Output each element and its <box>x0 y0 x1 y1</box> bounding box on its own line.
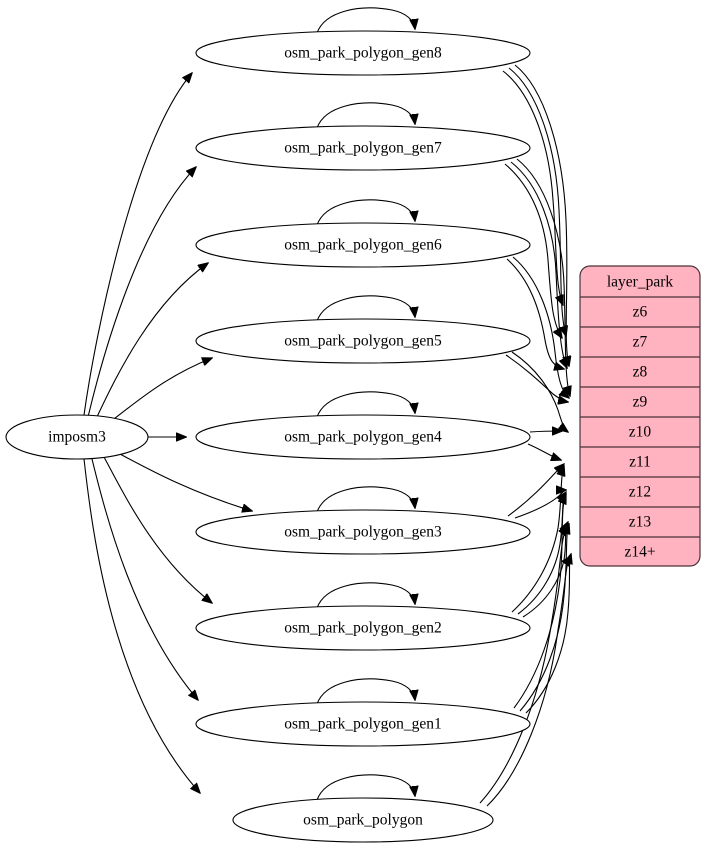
node-gen5-label: osm_park_polygon_gen5 <box>284 333 442 350</box>
edge-imposm3-gen8 <box>83 73 192 416</box>
node-osm-park-polygon[interactable]: osm_park_polygon <box>232 797 494 843</box>
edge-base-z14 <box>486 556 571 807</box>
layer-row-z10[interactable]: z10 <box>629 424 652 441</box>
node-gen2-label: osm_park_polygon_gen2 <box>284 620 442 637</box>
layer-row-z14plus[interactable]: z14+ <box>624 544 655 561</box>
edge-gen7-z8 <box>510 161 567 368</box>
edge-gen2-z11 <box>511 466 564 613</box>
edges-to-layer-park <box>479 64 571 807</box>
edge-gen5-z9 <box>505 354 568 402</box>
node-gen8-label: osm_park_polygon_gen8 <box>284 45 442 62</box>
edge-gen4-z10 <box>529 431 562 432</box>
layer-row-z11[interactable]: z11 <box>629 454 651 471</box>
edge-gen8-z6 <box>502 70 563 305</box>
self-loop-gen2 <box>316 582 415 609</box>
edge-imposm3-gen7 <box>87 167 196 418</box>
layer-row-z13[interactable]: z13 <box>629 514 652 531</box>
self-loop-gen8 <box>316 7 415 34</box>
edge-gen5-z10 <box>511 351 568 432</box>
layer-park-body <box>579 265 701 567</box>
edge-imposm3-gen3 <box>119 453 252 511</box>
edge-gen4-z11 <box>527 443 561 460</box>
edge-gen1-z12 <box>513 494 566 709</box>
edge-gen6-z9 <box>512 256 569 398</box>
edge-gen6-z8 <box>506 258 564 369</box>
edge-imposm3-gen1 <box>91 458 198 700</box>
self-loop-gen4 <box>316 391 415 418</box>
layer-park-header-label: layer_park <box>607 274 674 291</box>
node-gen7-label: osm_park_polygon_gen7 <box>284 140 442 157</box>
self-loop-gen3 <box>316 486 415 513</box>
edge-gen1-z14 <box>525 554 571 714</box>
node-gen1-label: osm_park_polygon_gen1 <box>284 716 442 733</box>
edge-gen7-z7 <box>504 163 562 338</box>
node-imposm3-label: imposm3 <box>48 429 106 446</box>
self-loop-base <box>316 774 415 801</box>
layer-row-z8[interactable]: z8 <box>633 364 648 381</box>
edge-imposm3-gen2 <box>103 456 212 603</box>
layer-row-z12[interactable]: z12 <box>629 484 651 501</box>
edge-base-z13 <box>479 526 568 804</box>
node-gen8[interactable]: osm_park_polygon_gen8 <box>195 30 531 76</box>
node-gen7[interactable]: osm_park_polygon_gen7 <box>195 125 531 171</box>
edge-gen2-z12 <box>517 492 566 615</box>
node-gen2[interactable]: osm_park_polygon_gen2 <box>195 605 531 651</box>
node-gen6-label: osm_park_polygon_gen6 <box>284 237 442 254</box>
node-osm-park-polygon-label: osm_park_polygon <box>303 812 423 829</box>
layer-row-z9[interactable]: z9 <box>633 394 648 411</box>
layer-row-z6[interactable]: z6 <box>633 304 648 321</box>
layer-row-z7[interactable]: z7 <box>633 334 648 351</box>
edge-imposm3-gen5 <box>109 358 212 423</box>
node-imposm3[interactable]: imposm3 <box>5 414 149 460</box>
edge-imposm3-base <box>83 458 200 793</box>
node-gen4-label: osm_park_polygon_gen4 <box>284 429 442 446</box>
edge-imposm3-gen6 <box>95 263 208 420</box>
self-loop-gen1 <box>316 678 415 705</box>
self-loop-gen5 <box>316 295 415 322</box>
edges-from-imposm3 <box>83 73 252 793</box>
layer-park-record[interactable]: layer_park z6 z7 z8 z9 z10 z11 z12 z13 z… <box>579 265 701 567</box>
self-loop-edges <box>316 7 415 801</box>
node-gen5[interactable]: osm_park_polygon_gen5 <box>195 318 531 364</box>
edge-gen7-z9 <box>516 158 570 396</box>
node-gen1[interactable]: osm_park_polygon_gen1 <box>195 701 531 747</box>
node-gen6[interactable]: osm_park_polygon_gen6 <box>195 222 531 268</box>
graph-nodes: imposm3 osm_park_polygon_gen8 osm_park_p… <box>5 30 531 843</box>
node-gen4[interactable]: osm_park_polygon_gen4 <box>195 414 531 460</box>
edge-gen8-z7 <box>508 67 566 336</box>
node-gen3[interactable]: osm_park_polygon_gen3 <box>195 509 531 555</box>
edge-gen3-z11 <box>507 464 564 517</box>
self-loop-gen6 <box>316 199 415 226</box>
self-loop-gen7 <box>316 102 415 129</box>
node-gen3-label: osm_park_polygon_gen3 <box>284 524 442 541</box>
edge-gen8-z8 <box>514 64 569 366</box>
